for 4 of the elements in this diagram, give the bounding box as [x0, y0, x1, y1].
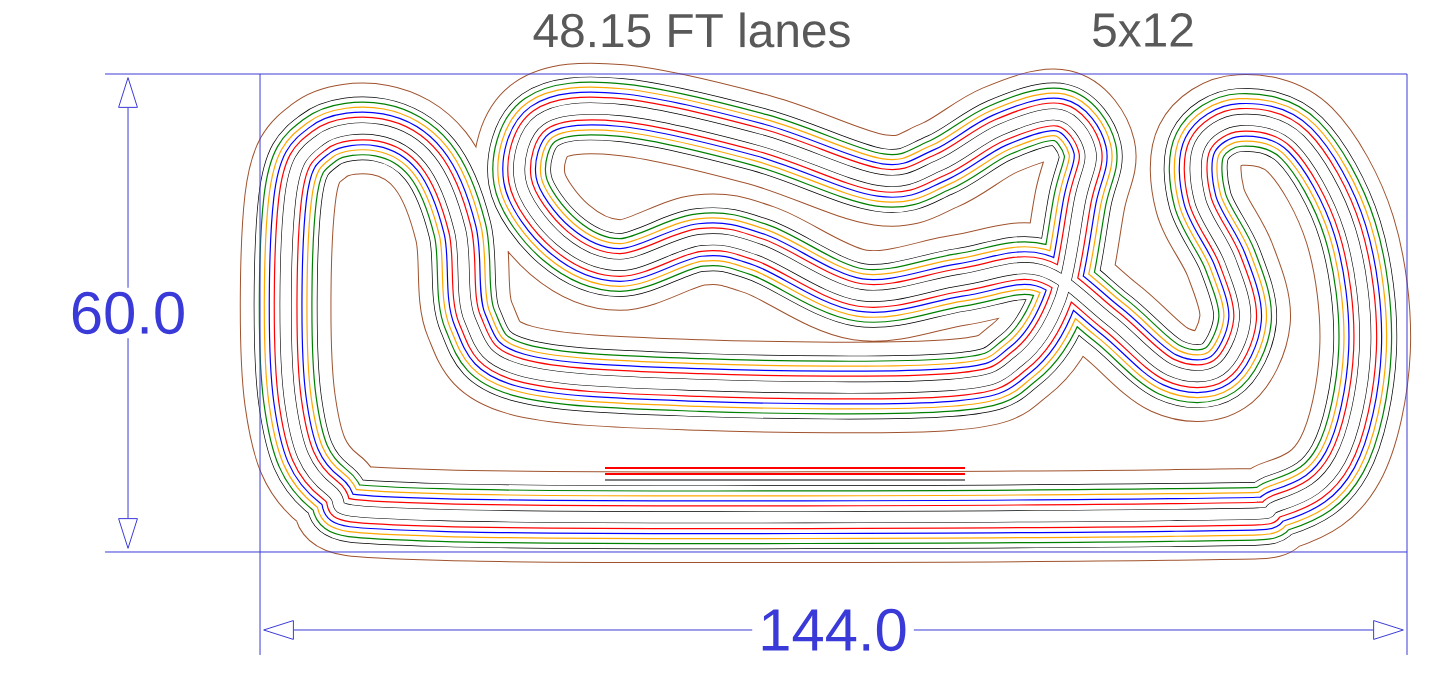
scale-label: 5x12: [1093, 13, 1193, 47]
dimension-label: 144.0: [752, 602, 914, 658]
title: 48.15 FT lanes: [533, 12, 850, 48]
dimension-label: 60.0: [65, 287, 191, 339]
